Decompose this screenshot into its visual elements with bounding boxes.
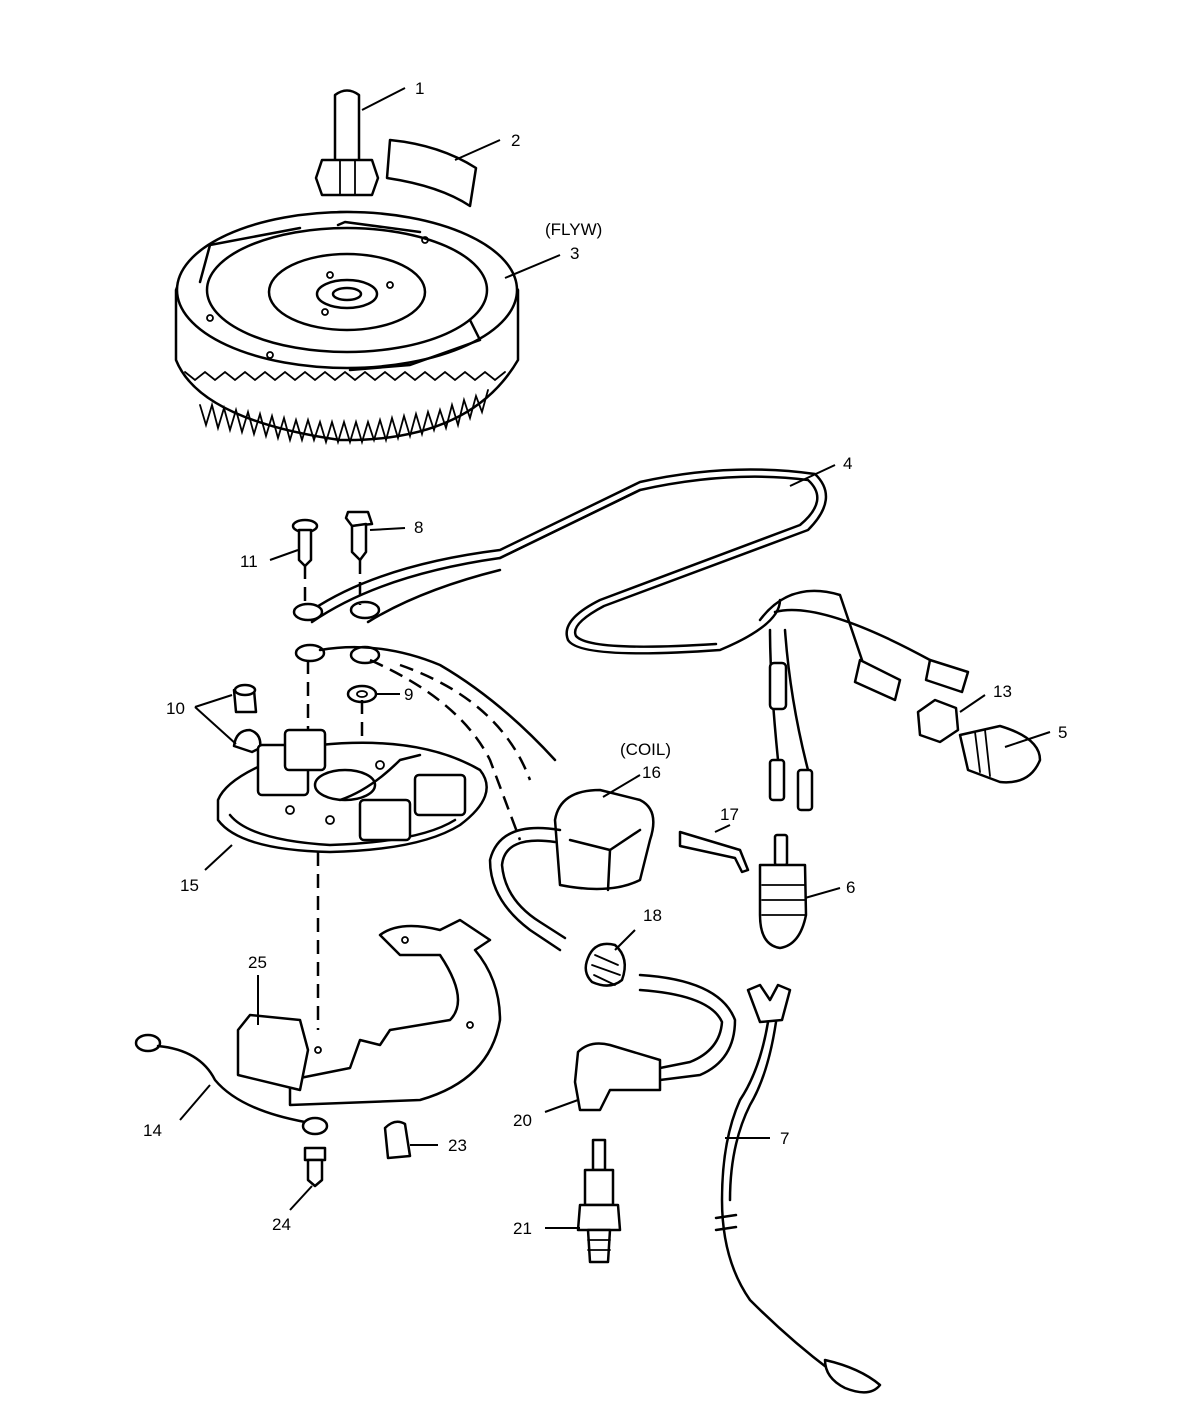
label-24: 24: [272, 1215, 291, 1234]
part-14-ground-lead: [134, 1033, 329, 1136]
label-2: 2: [511, 131, 520, 150]
label-5: 5: [1058, 723, 1067, 742]
label-13: 13: [993, 682, 1012, 701]
part-23-block: [383, 1120, 412, 1160]
part-17-clip: [678, 830, 750, 874]
label-9: 9: [404, 685, 413, 704]
label-1: 1: [415, 79, 424, 98]
part-18-spring: [584, 942, 627, 987]
part-20-plug-boot: [573, 973, 737, 1112]
label-14: 14: [143, 1121, 162, 1140]
part-7-ground-wire: [714, 983, 882, 1394]
leader-lines: [179, 87, 1051, 1229]
part-13-nut: [916, 698, 960, 744]
part-3-flywheel: [174, 210, 520, 446]
part-16-ignition-coil: [488, 788, 655, 952]
part-4-wire-harness: [310, 468, 970, 812]
part-11-screw: [291, 518, 319, 568]
label-21: 21: [513, 1219, 532, 1238]
alignment-lines: [303, 560, 557, 1030]
label-8: 8: [414, 518, 423, 537]
label-7: 7: [780, 1129, 789, 1148]
label-3: 3: [570, 244, 579, 263]
part-5-terminal: [958, 724, 1042, 784]
part-1-crankshaft-nut: [314, 89, 380, 197]
part-6-switch: [758, 833, 808, 950]
label-20: 20: [513, 1111, 532, 1130]
part-2-key: [385, 138, 478, 208]
label-6: 6: [846, 878, 855, 897]
label-23: 23: [448, 1136, 467, 1155]
label-16-note: (COIL): [620, 740, 671, 759]
label-11: 11: [240, 552, 258, 571]
label-3-note: (FLYW): [545, 220, 602, 239]
label-15: 15: [180, 876, 199, 895]
label-10: 10: [166, 699, 185, 718]
label-25: 25: [248, 953, 267, 972]
label-18: 18: [643, 906, 662, 925]
label-16: 16: [642, 763, 661, 782]
callout-labels: 1 2 (FLYW) 3 4 8 11 9 10 13 5 (COIL) 16 …: [143, 79, 1067, 1238]
label-4: 4: [843, 454, 852, 473]
part-21-spark-plug: [576, 1138, 622, 1264]
part-8-screw: [344, 510, 374, 562]
part-24-screw: [303, 1146, 327, 1188]
part-10-screw-clip: [232, 683, 262, 754]
label-17: 17: [720, 805, 739, 824]
part-15-stator-plate: [216, 728, 488, 854]
part-9-washer: [346, 684, 378, 704]
ring-terminals: [292, 600, 381, 665]
part-base-plate: [236, 918, 502, 1107]
